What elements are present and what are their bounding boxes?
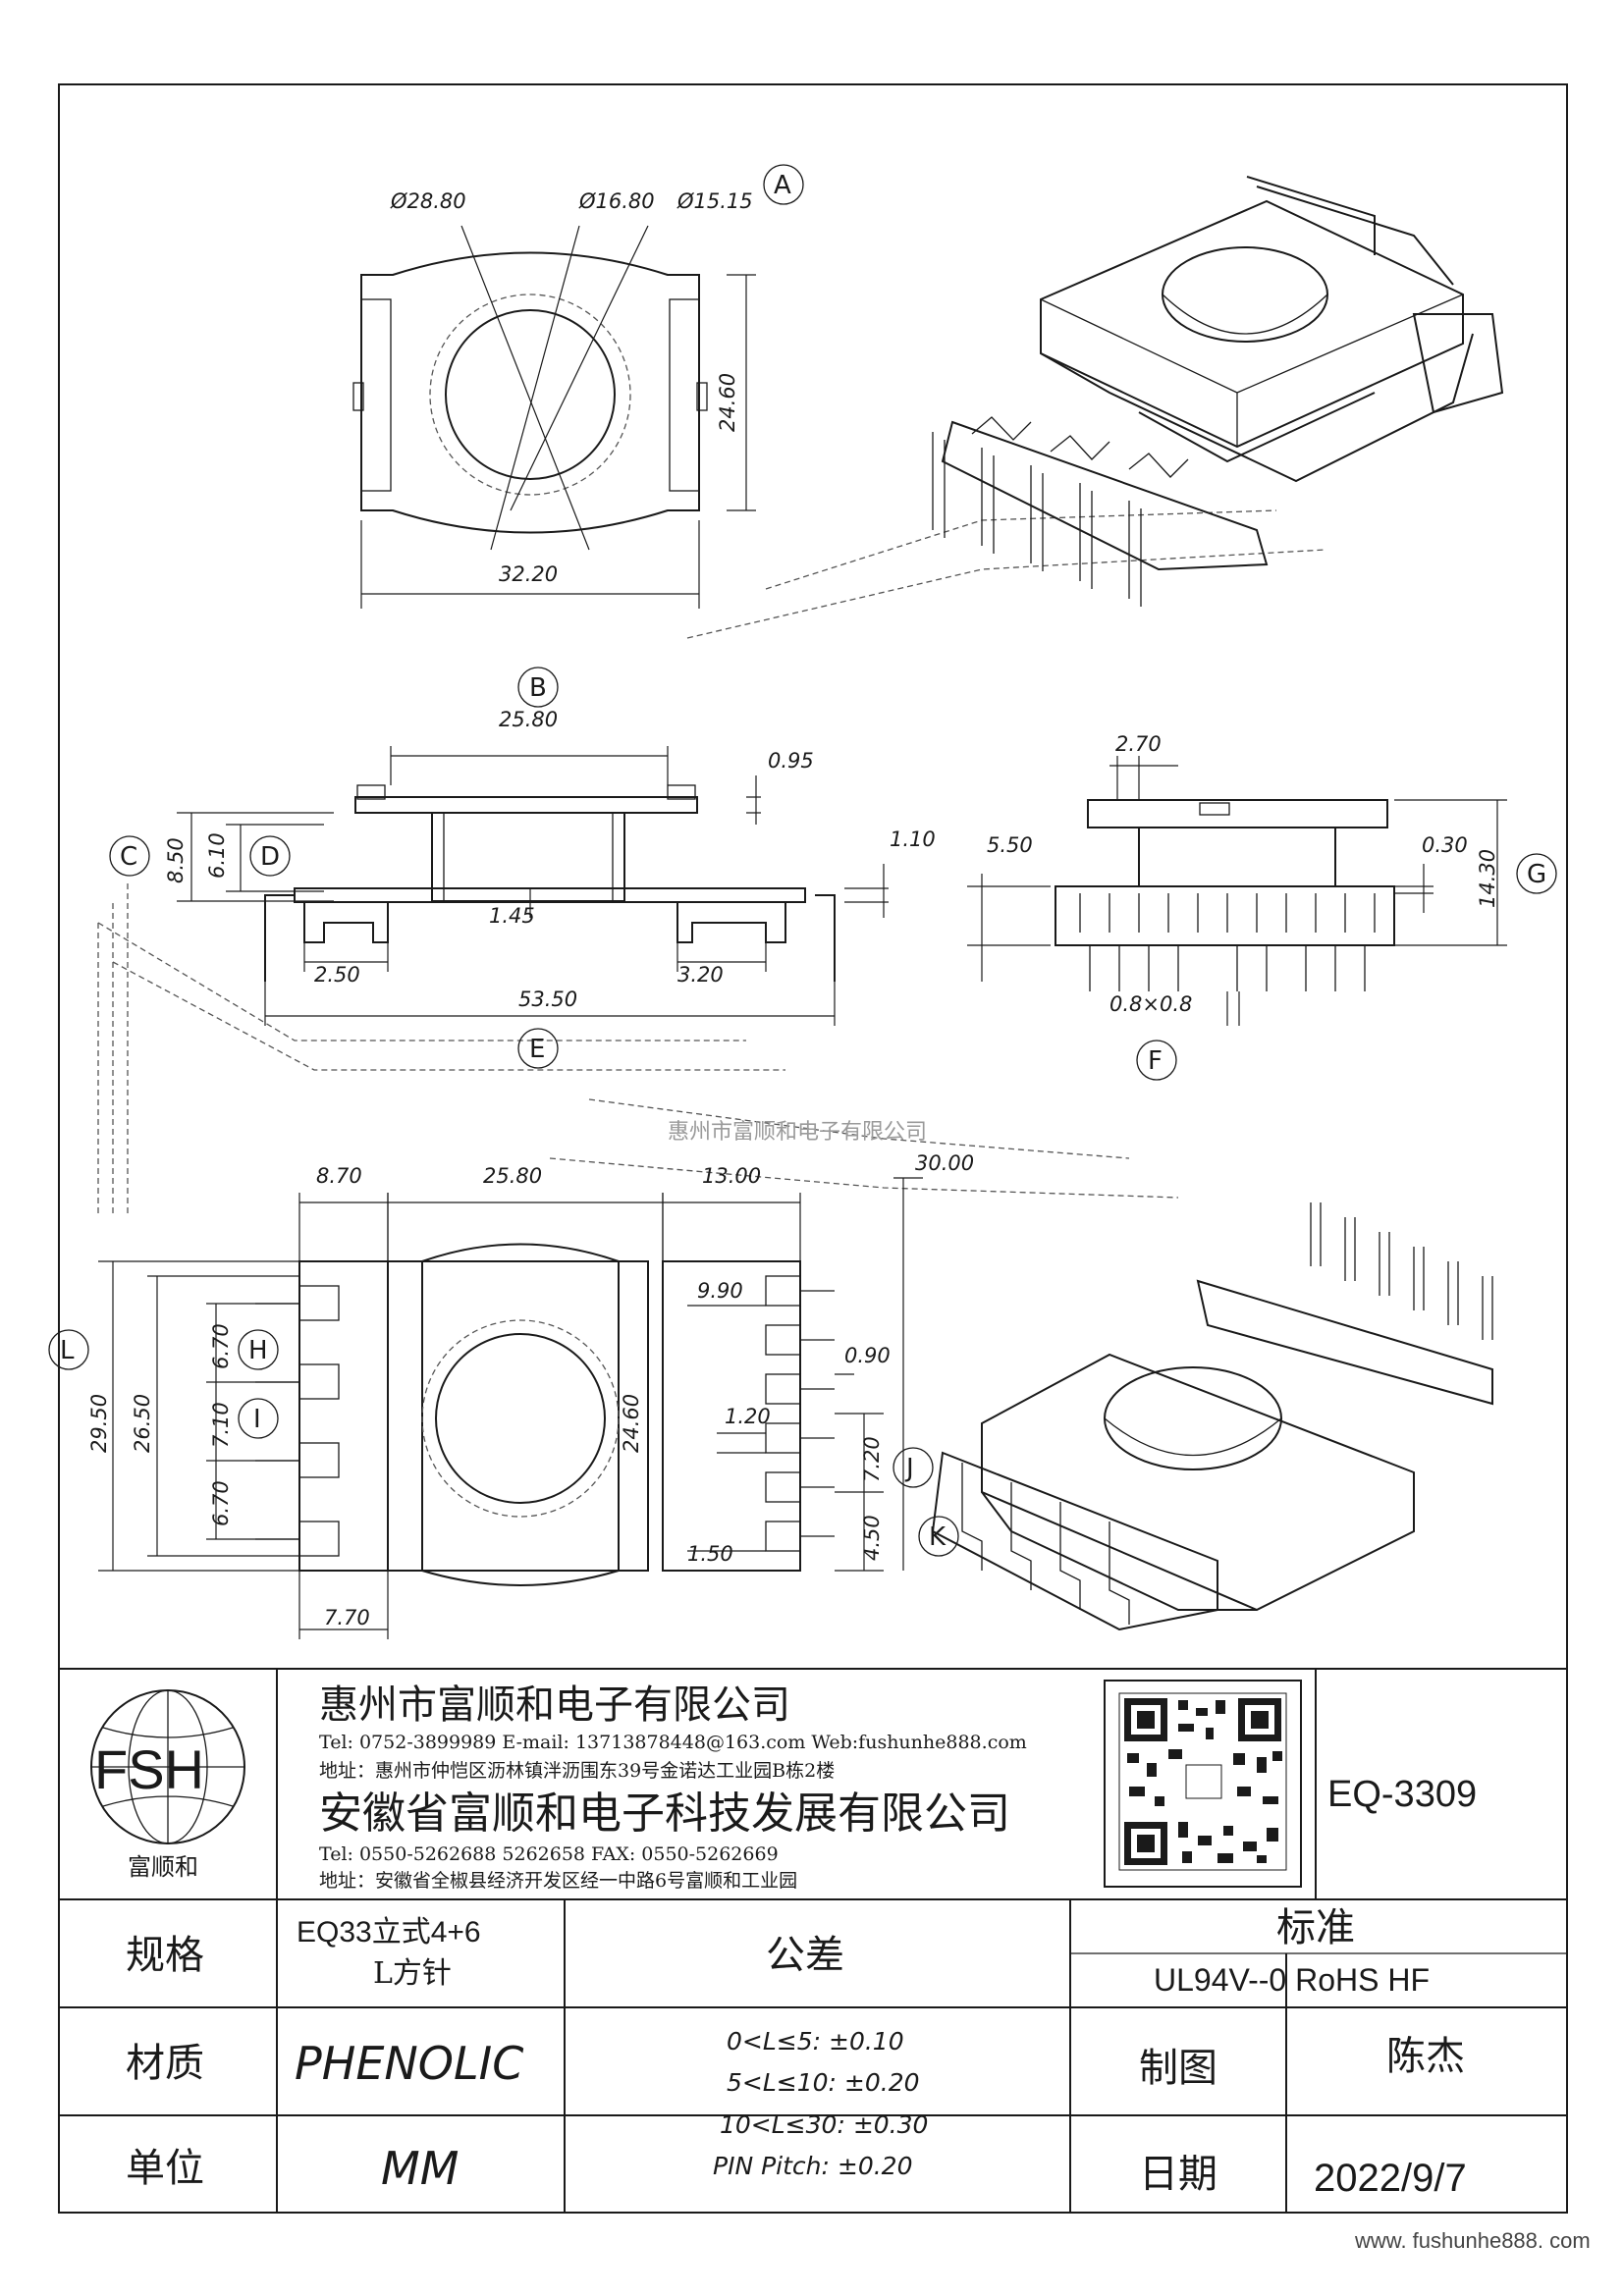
contact-2: Tel: 0550-5262688 5262658 FAX: 0550-5262… <box>319 1843 779 1865</box>
qr-code <box>1104 1680 1302 1888</box>
dim-l-15: 4.50 <box>860 1515 884 1561</box>
dim-b-2: 0.95 <box>768 749 814 773</box>
label-g: G <box>1527 860 1546 889</box>
title-block: FSH 富顺和 惠州市富顺和电子有限公司 Tel: 0752-3899989 E… <box>59 1668 1567 2213</box>
standard-label: 标准 <box>1276 1905 1355 1950</box>
label-a: A <box>774 171 791 200</box>
drawn-label: 制图 <box>1139 2046 1217 2091</box>
dim-a-2: Ø16.80 <box>578 189 655 213</box>
dim-s-3: 0.30 <box>1422 833 1468 857</box>
dim-a-4: 24.60 <box>716 373 739 432</box>
tolerance-3: 10<L≤30: ±0.30 <box>720 2110 928 2139</box>
dim-b-6: 1.45 <box>489 904 535 928</box>
label-l: L <box>60 1336 75 1365</box>
dim-l-1: 8.70 <box>316 1164 362 1188</box>
dim-l-13: 1.20 <box>725 1405 771 1428</box>
dim-l-3: 13.00 <box>702 1164 761 1188</box>
address-2: 地址：安徽省全椒县经济开发区经一中路6号富顺和工业园 <box>319 1870 797 1892</box>
fsh-logo: FSH 富顺和 <box>90 1689 245 1881</box>
label-i: I <box>253 1405 261 1434</box>
watermark: 惠州市富顺和电子有限公司 <box>668 1120 927 1145</box>
material-value: PHENOLIC <box>295 2037 523 2090</box>
part-number: EQ-3309 <box>1327 1774 1477 1815</box>
date-value: 2022/9/7 <box>1314 2157 1467 2200</box>
dim-l-9: 6.70 <box>209 1480 233 1526</box>
drawing-frame <box>58 83 1568 2214</box>
dim-b-4: 6.10 <box>205 832 229 879</box>
label-h: H <box>248 1336 268 1365</box>
dim-b-5: 1.10 <box>890 828 936 851</box>
dim-s-5: 0.8×0.8 <box>1109 992 1192 1016</box>
contact-1: Tel: 0752-3899989 E-mail: 13713878448@16… <box>319 1732 1027 1753</box>
dim-l-14: 7.20 <box>860 1436 884 1482</box>
label-b: B <box>529 673 547 703</box>
dim-l-12: 24.60 <box>620 1394 643 1453</box>
iso-view-bottom <box>931 1202 1493 1631</box>
date-label: 日期 <box>1139 2152 1217 2197</box>
dim-a-5: 32.20 <box>499 562 558 586</box>
logo-caption: 富顺和 <box>128 1853 198 1881</box>
label-c: C <box>120 842 137 872</box>
view-b-front: 25.80 0.95 8.50 6.10 1.10 1.45 2.50 3.20… <box>109 667 936 1069</box>
spec-label: 规格 <box>126 1933 204 1978</box>
label-e: E <box>529 1035 545 1064</box>
guide-lines <box>97 509 1326 1217</box>
dim-l-17: 7.70 <box>324 1606 370 1629</box>
logo-text: FSH <box>94 1738 204 1800</box>
material-label: 材质 <box>126 2041 204 2086</box>
dim-l-16: 1.50 <box>687 1542 733 1566</box>
dim-l-7: 6.70 <box>209 1323 233 1369</box>
label-d: D <box>260 842 280 872</box>
company-name-2: 安徽省富顺和电子科技发展有限公司 <box>319 1789 1010 1839</box>
tolerance-4: PIN Pitch: ±0.20 <box>713 2152 913 2180</box>
dim-b-7: 2.50 <box>314 963 360 987</box>
dim-l-10: 29.50 <box>87 1394 111 1453</box>
dim-l-11: 26.50 <box>131 1394 154 1453</box>
dim-b-9: 53.50 <box>518 988 577 1011</box>
address-1: 地址：惠州市仲恺区沥林镇泮沥围东39号金诺达工业园B栋2楼 <box>319 1760 835 1782</box>
dim-b-1: 25.80 <box>499 708 558 731</box>
dim-b-3: 8.50 <box>164 837 188 883</box>
dim-l-2: 25.80 <box>483 1164 542 1188</box>
dim-s-1: 2.70 <box>1115 732 1162 756</box>
spec-value-1: EQ33立式4+6 <box>297 1916 481 1949</box>
company-name-1: 惠州市富顺和电子有限公司 <box>319 1682 790 1728</box>
dim-s-2: 5.50 <box>987 833 1033 857</box>
dim-l-6: 0.90 <box>844 1344 891 1367</box>
dim-l-8: 7.10 <box>209 1402 233 1448</box>
dim-s-4: 14.30 <box>1476 849 1499 908</box>
tolerance-title: 公差 <box>766 1933 844 1978</box>
dim-l-5: 9.90 <box>697 1279 743 1303</box>
dim-l-4: 30.00 <box>915 1151 974 1175</box>
spec-value-2: L方针 <box>373 1956 452 1991</box>
unit-value: MM <box>381 2142 459 2195</box>
dim-b-8: 3.20 <box>677 963 724 987</box>
iso-view-top <box>932 176 1504 607</box>
footer-url: www. fushunhe888. com <box>1354 2228 1591 2253</box>
label-j: J <box>904 1454 914 1483</box>
tolerance-1: 0<L≤5: ±0.10 <box>727 2027 904 2056</box>
view-a-top: Ø28.80 Ø16.80 Ø15.15 24.60 32.20 A <box>352 164 804 609</box>
drawn-value: 陈杰 <box>1386 2034 1465 2079</box>
unit-label: 单位 <box>126 2146 204 2191</box>
view-hl-bottom: 8.70 25.80 13.00 30.00 9.90 0.90 6.70 7.… <box>48 1151 974 1639</box>
label-f: F <box>1148 1046 1163 1076</box>
dim-a-3: Ø15.15 <box>676 189 753 213</box>
dim-a-1: Ø28.80 <box>390 189 466 213</box>
view-fg-side: 2.70 5.50 0.30 14.30 0.8×0.8 F G <box>967 732 1557 1081</box>
tolerance-2: 5<L≤10: ±0.20 <box>727 2068 920 2097</box>
standard-value: UL94V--0 RoHS HF <box>1154 1962 1430 1998</box>
